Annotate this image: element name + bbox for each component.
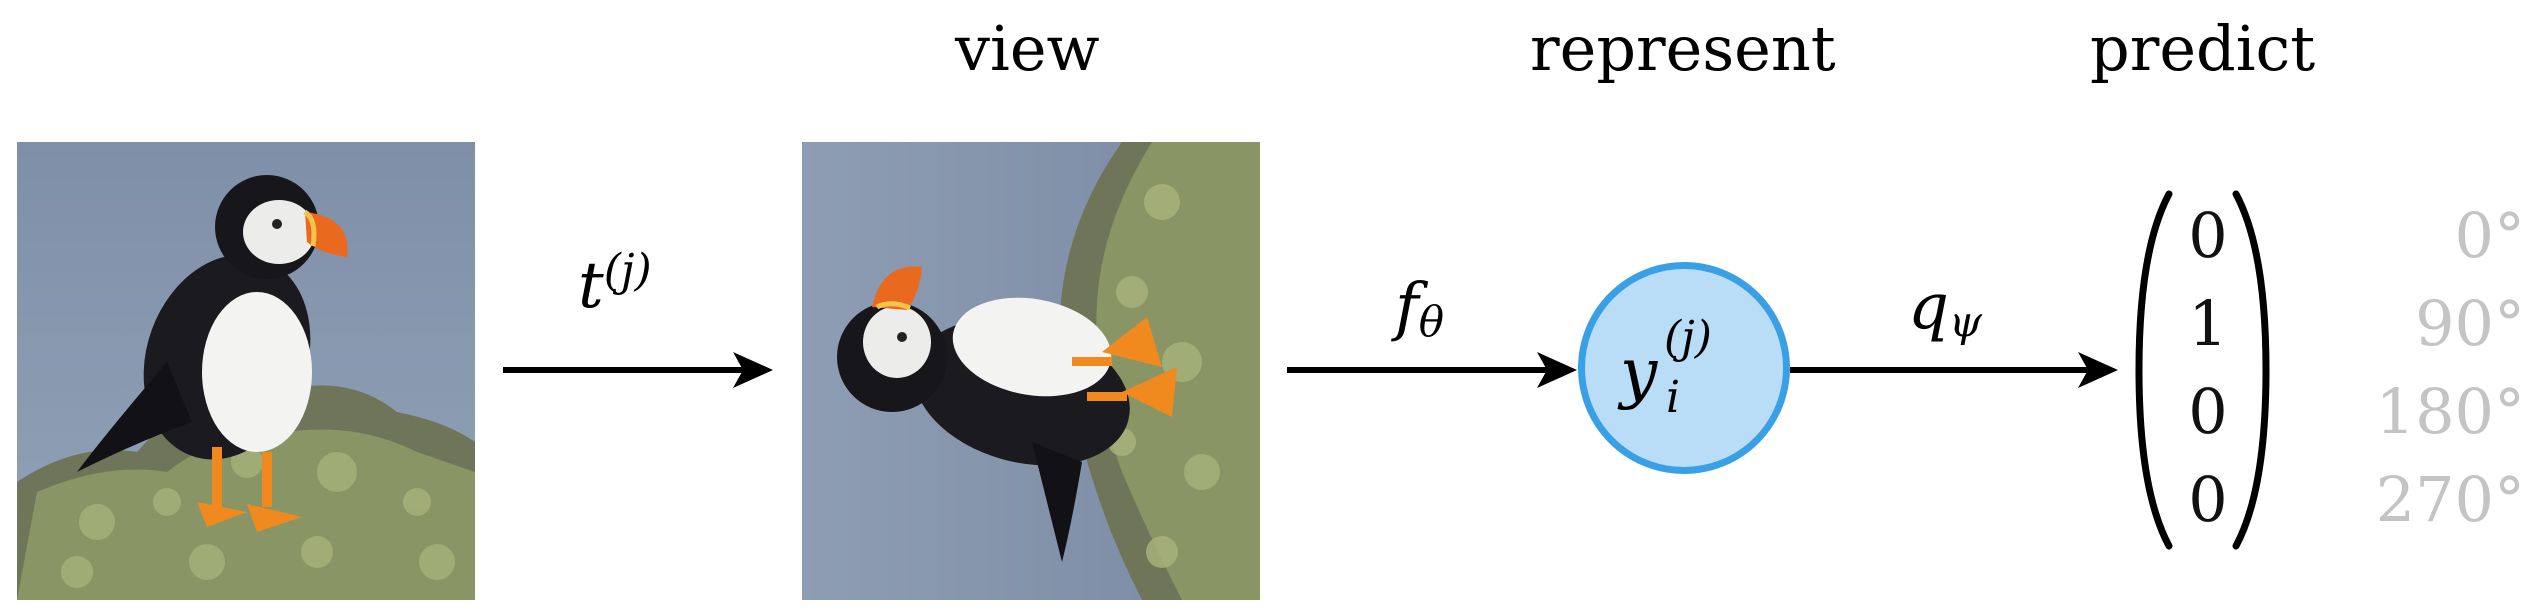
predictor-arrow [1790, 352, 2118, 388]
angle-label-0: 0° [2454, 199, 2525, 272]
transform-label: t(j) [578, 245, 652, 323]
angle-label-270: 270° [2375, 463, 2525, 536]
angle-label-180: 180° [2375, 375, 2525, 448]
representation-label: y (j) i [1620, 316, 1712, 420]
predictor-label-subscript: ψ [1948, 297, 1982, 346]
transform-arrow [503, 352, 773, 388]
vector-left-paren [2135, 190, 2173, 550]
encoder-label: fθ [1395, 270, 1444, 346]
vector-entry-2: 0 [2188, 375, 2228, 448]
encoder-arrow [1287, 352, 1577, 388]
encoder-label-base: f [1395, 270, 1419, 344]
angle-label-90: 90° [2415, 287, 2525, 360]
transform-label-superscript: (j) [603, 245, 652, 296]
heading-predict: predict [2090, 12, 2316, 85]
encoder-label-subscript: θ [1418, 297, 1444, 346]
vector-right-paren [2232, 190, 2270, 550]
heading-view: view [955, 12, 1100, 85]
transform-label-base: t [578, 249, 604, 323]
predictor-label-base: q [1908, 270, 1949, 344]
vector-entry-1: 1 [2188, 287, 2228, 360]
representation-label-subscript: i [1666, 372, 1681, 423]
rotated-puffin-image [802, 142, 1260, 600]
original-puffin-image [17, 142, 475, 600]
representation-label-base: y [1620, 334, 1658, 411]
representation-label-superscript: (j) [1664, 312, 1712, 363]
predictor-label: qψ [1908, 270, 1982, 346]
representation-node [1578, 262, 1790, 474]
heading-represent: represent [1530, 12, 1836, 85]
vector-entry-3: 0 [2188, 463, 2228, 536]
vector-entry-0: 0 [2188, 199, 2228, 272]
